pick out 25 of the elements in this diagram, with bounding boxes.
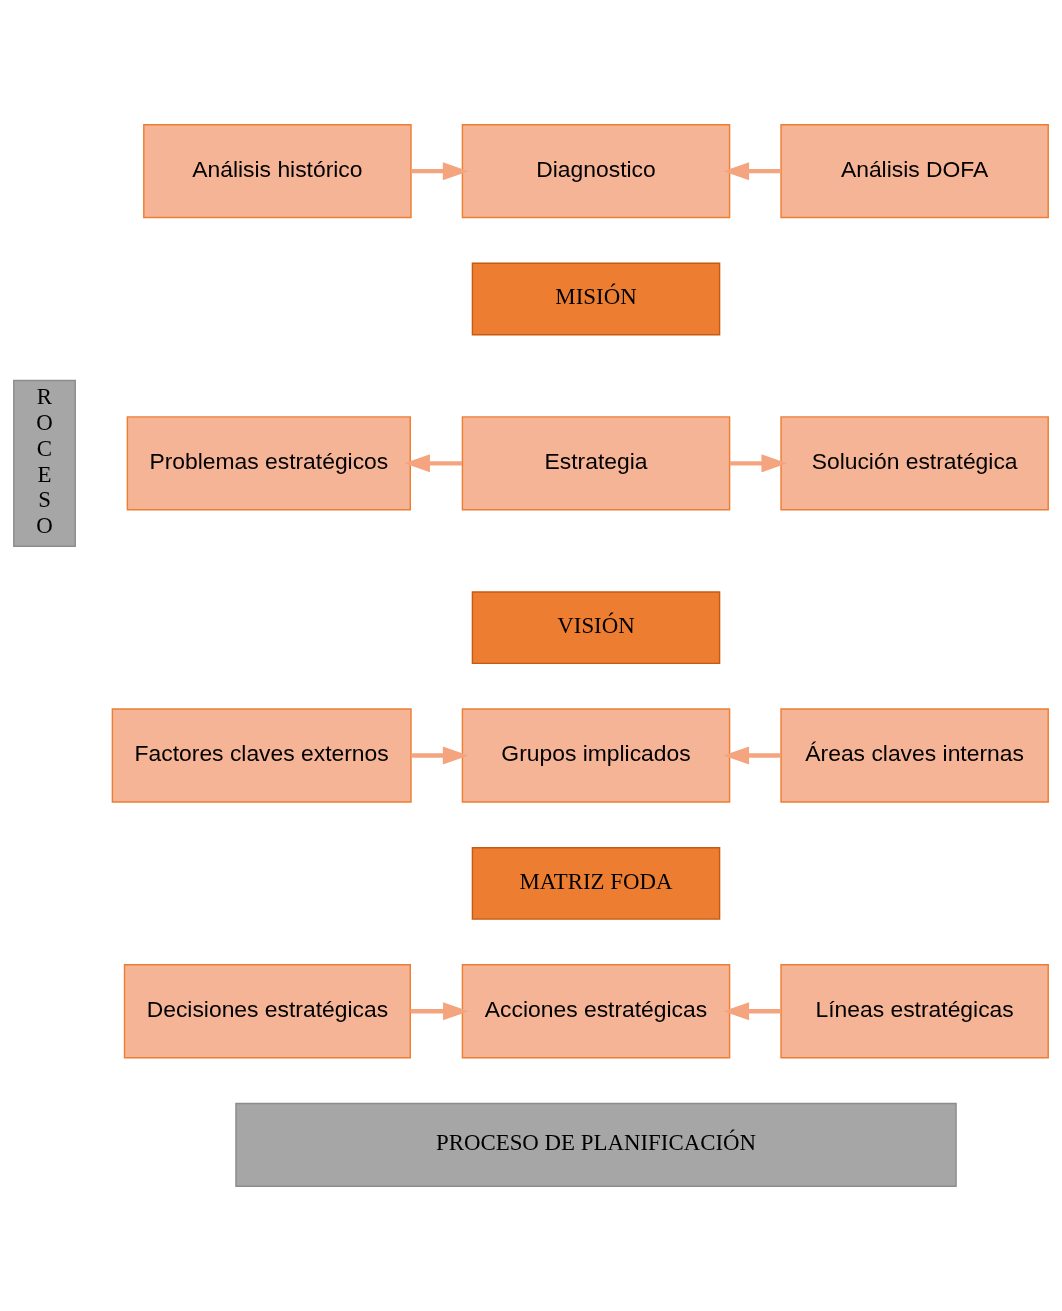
node-box: Solución estratégica (780, 416, 1049, 511)
node-box: PROCESO DE PLANIFICACIÓN (235, 1102, 957, 1187)
arrow (404, 454, 463, 473)
node-box: Problemas estratégicos (126, 416, 411, 511)
arrow (729, 454, 788, 473)
node-box: MISIÓN (471, 262, 721, 336)
node-box: Análisis DOFA (780, 124, 1049, 219)
node-box: MATRIZ FODA (471, 846, 721, 920)
node-box: Acciones estratégicas (461, 964, 731, 1059)
node-box: VISIÓN (471, 591, 721, 665)
node-box: Líneas estratégicas (780, 964, 1049, 1059)
arrow (723, 1002, 781, 1021)
node-box: R O C E S O (13, 379, 76, 547)
node-box: Análisis histórico (143, 124, 412, 219)
arrow (411, 162, 469, 181)
node-box: Factores claves externos (111, 708, 412, 803)
node-box: Decisiones estratégicas (123, 964, 411, 1059)
arrow (723, 746, 781, 765)
node-box: Diagnostico (461, 124, 731, 219)
arrow (411, 746, 469, 765)
node-box: Áreas claves internas (780, 708, 1049, 803)
node-box: Estrategia (461, 416, 731, 511)
arrow (723, 162, 781, 181)
node-box: Grupos implicados (461, 708, 731, 803)
arrow (410, 1002, 469, 1021)
